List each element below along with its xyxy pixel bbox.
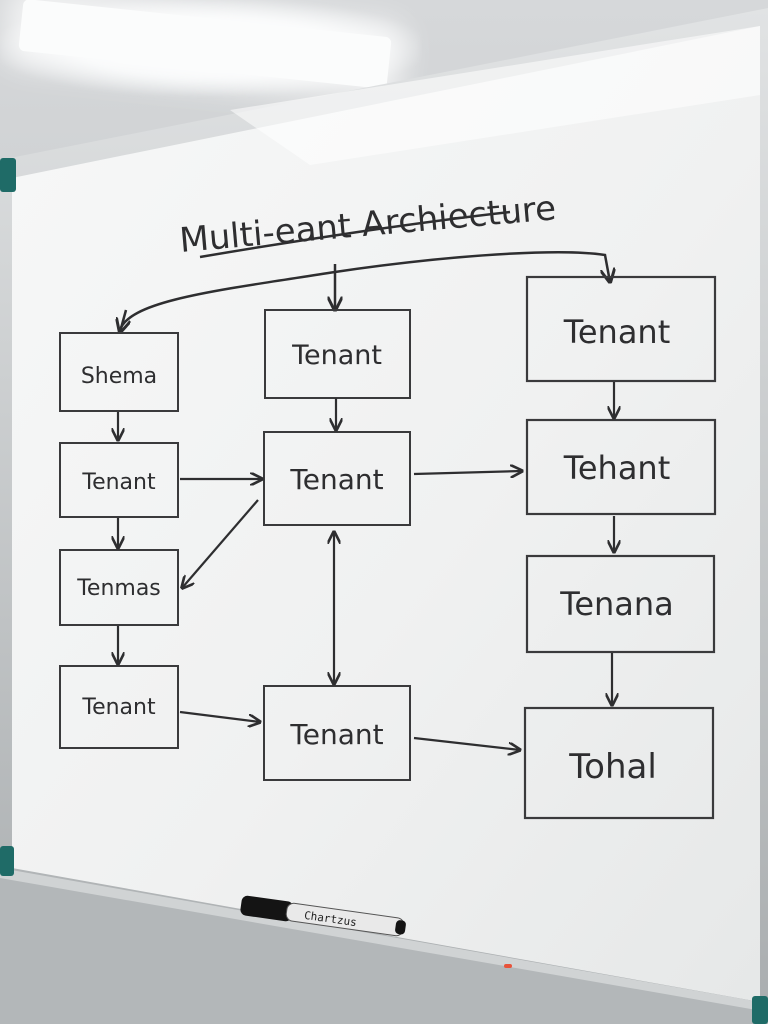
node-label: Tenant	[81, 470, 156, 495]
arrow-left-bottom-to-mid	[179, 710, 260, 722]
diagram-node: Tenant	[263, 685, 411, 781]
diagram-node: Tenana	[525, 554, 716, 654]
node-label: Tenant	[81, 695, 156, 720]
diagram-node: Tenant	[263, 431, 411, 526]
whiteboard-surface	[12, 26, 760, 1002]
tray-edge	[0, 878, 768, 1024]
arrow-mid-bottom-to-right	[413, 736, 520, 750]
diagram-node: Tenant	[264, 309, 411, 399]
diagram-node: Shema	[59, 332, 179, 412]
frame-corner-left-top	[0, 158, 16, 192]
diagram-node: Tenmas	[59, 549, 179, 626]
node-label: Tenmas	[76, 576, 161, 601]
arrow-mid-to-left-diag	[182, 499, 259, 588]
diagram-node: Tenant	[525, 275, 717, 383]
arrow-mid-to-right	[413, 471, 522, 474]
node-label: Tenant	[289, 463, 383, 496]
top-connector-start	[120, 309, 126, 332]
diagram-node: Tenant	[59, 665, 179, 749]
tray-indicator-light	[504, 964, 512, 968]
node-label: Tenant	[563, 313, 671, 351]
node-label: Tehant	[563, 449, 671, 487]
frame-corner-right-bottom	[752, 996, 768, 1024]
connectors	[118, 382, 614, 750]
node-label: Tenana	[559, 585, 674, 623]
node-label: Tohal	[568, 747, 657, 787]
marker-pen: Chartzus	[240, 895, 406, 937]
diagram-node: Tohal	[523, 706, 715, 820]
diagram-node: Tehant	[525, 418, 717, 516]
board-glare	[230, 26, 760, 165]
node-label: Tenant	[291, 340, 382, 371]
title-underline	[199, 210, 511, 259]
node-label: Shema	[81, 364, 157, 389]
diagram-node: Tenant	[59, 442, 179, 518]
node-label: Tenant	[289, 718, 383, 751]
frame-corner-left-bottom	[0, 846, 14, 876]
